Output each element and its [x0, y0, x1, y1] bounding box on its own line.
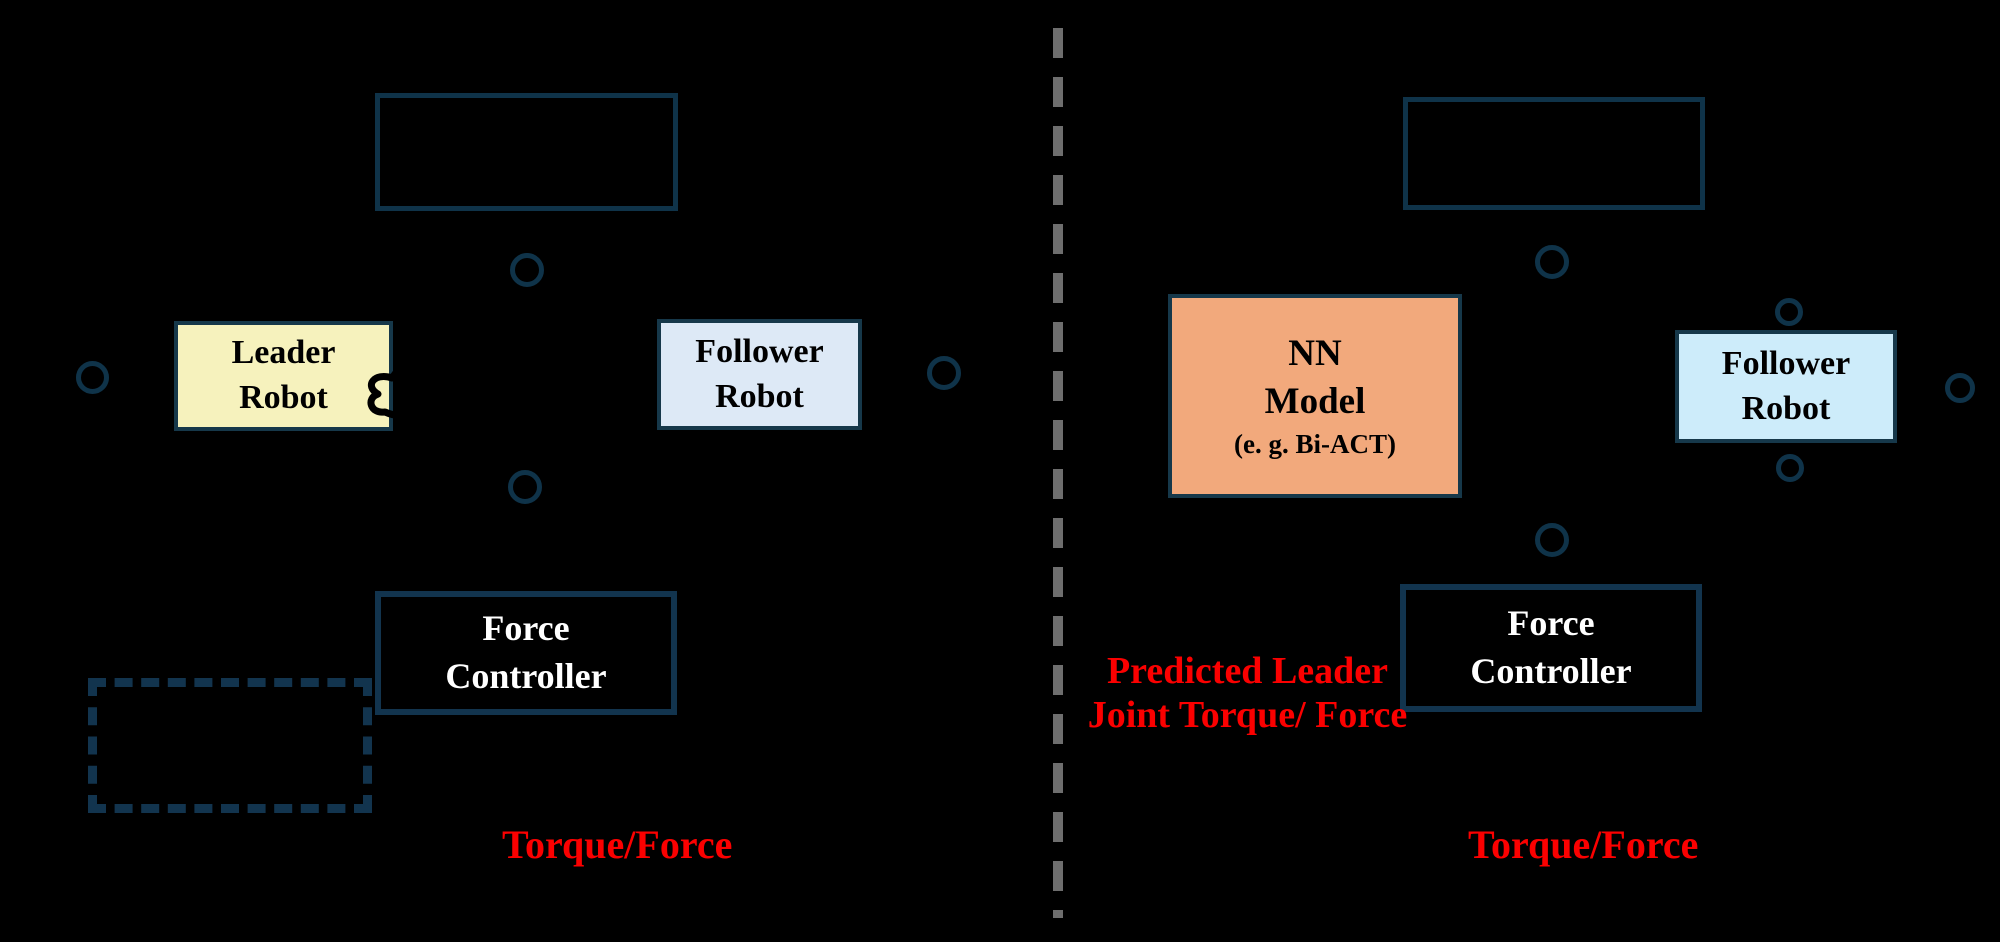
- leader-robot-label-line2: Robot: [239, 379, 328, 416]
- left-dashed-outline-box: [88, 678, 372, 813]
- force-controller-left-label-line1: Force: [482, 608, 570, 649]
- right-torque-force-label: Torque/Force: [1468, 822, 1699, 867]
- circle-left-top-middle: [510, 253, 544, 287]
- predicted-label-line1: Predicted Leader: [1106, 650, 1389, 692]
- follower-robot-left-label-line2: Robot: [715, 377, 804, 415]
- follower-robot-left-box: Follower Robot: [657, 319, 862, 430]
- force-controller-right-box: Force Controller: [1400, 584, 1702, 712]
- leader-robot-label-line1: Leader: [231, 334, 336, 372]
- follower-robot-right-box: Follower Robot: [1675, 330, 1897, 443]
- force-controller-left-label-line2: Controller: [445, 656, 607, 696]
- nn-model-label-line2: Model: [1264, 381, 1366, 423]
- circle-right-top-middle: [1535, 245, 1569, 279]
- force-controller-right-label-line2: Controller: [1470, 651, 1632, 691]
- circle-right-bottom-middle: [1535, 523, 1569, 557]
- circle-right-of-follower-right: [1945, 373, 1975, 403]
- panel-divider-dashed-line: [1053, 28, 1063, 918]
- circle-right-of-follower-left: [927, 356, 961, 390]
- hand-pinch-icon: [367, 342, 420, 420]
- right-top-outline-box: [1403, 97, 1705, 210]
- left-top-outline-box: [375, 93, 678, 211]
- circle-above-follower-right: [1775, 298, 1803, 326]
- predicted-label-line2: Joint Torque/ Force: [1087, 693, 1408, 736]
- circle-below-follower-right: [1776, 454, 1804, 482]
- nn-model-label-line1: NN: [1288, 332, 1342, 374]
- follower-robot-left-label-line1: Follower: [695, 332, 824, 370]
- force-controller-right-label-line1: Force: [1507, 603, 1595, 644]
- circle-left-bottom-middle: [508, 470, 542, 504]
- left-torque-force-label: Torque/Force: [502, 822, 733, 867]
- force-controller-left-box: Force Controller: [375, 591, 677, 715]
- leader-robot-box: Leader Robot: [174, 321, 393, 431]
- follower-robot-right-label-line1: Follower: [1721, 344, 1851, 382]
- follower-robot-right-label-line2: Robot: [1741, 389, 1831, 427]
- nn-model-label-line3: (e. g. Bi-ACT): [1234, 429, 1396, 460]
- predicted-leader-joint-torque-label: Predicted Leader Joint Torque/ Force: [1085, 650, 1410, 737]
- circle-left-of-leader: [76, 361, 109, 394]
- nn-model-box: NN Model (e. g. Bi-ACT): [1168, 294, 1462, 498]
